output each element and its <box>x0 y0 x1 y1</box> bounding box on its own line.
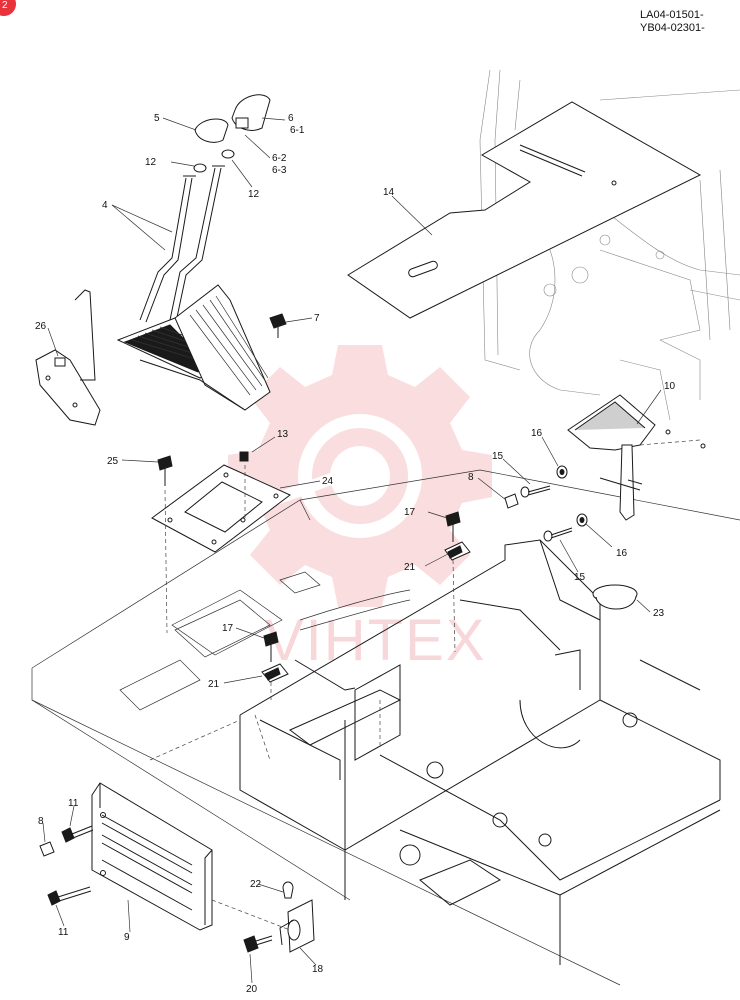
watermark-logo <box>228 345 492 607</box>
callout-16-upper: 16 <box>531 428 543 439</box>
callout-6-2: 6-2 <box>272 153 287 164</box>
pedal-assembly <box>35 94 271 426</box>
corner-badge: 2 <box>0 0 16 16</box>
clip-8-right <box>504 493 519 509</box>
alignment-lines <box>149 465 456 931</box>
callout-11-lower: 11 <box>58 927 69 938</box>
callout-6: 6 <box>288 113 294 124</box>
watermark-text: VIHTEX <box>265 608 487 673</box>
callout-6-1: 6-1 <box>290 125 305 136</box>
callout-12-left: 12 <box>145 157 157 168</box>
nut-13 <box>239 451 249 462</box>
leader-lines <box>42 117 662 984</box>
callout-25: 25 <box>107 456 119 467</box>
part-10-lever <box>567 394 706 521</box>
console-frame <box>239 539 721 965</box>
bolt-17-upper <box>445 511 461 542</box>
callout-17-upper: 17 <box>404 507 416 518</box>
callout-16-lower: 16 <box>616 548 628 559</box>
callout-21-lower: 21 <box>208 679 220 690</box>
callout-6-3: 6-3 <box>272 165 287 176</box>
clip-21-upper <box>444 541 471 561</box>
callout-12-right: 12 <box>248 189 260 200</box>
callout-10: 10 <box>664 381 676 392</box>
screw-15-lower <box>543 527 573 542</box>
bolt-25 <box>157 455 173 486</box>
callout-15-upper: 15 <box>492 451 504 462</box>
corner-badge-text: 2 <box>2 0 8 11</box>
callout-11-upper: 11 <box>68 798 79 809</box>
callout-5: 5 <box>154 113 160 124</box>
callout-26: 26 <box>35 321 47 332</box>
callout-21-upper: 21 <box>404 562 416 573</box>
callout-22: 22 <box>250 879 262 890</box>
callout-17-lower: 17 <box>222 623 234 634</box>
model-code-1: LA04-01501- <box>640 9 704 21</box>
callout-15-lower: 15 <box>574 572 586 583</box>
callout-4: 4 <box>102 200 108 211</box>
callout-18: 18 <box>312 964 324 975</box>
washer-16-upper <box>556 465 568 479</box>
clip-21-lower <box>261 663 289 683</box>
clip-8-left <box>39 841 55 857</box>
part-24-plate <box>151 464 291 656</box>
screw-15-upper <box>520 485 551 498</box>
bolt-22 <box>282 881 294 899</box>
callout-13: 13 <box>277 429 289 440</box>
callout-24: 24 <box>322 476 334 487</box>
washer-16-lower <box>576 513 588 527</box>
cap-23 <box>592 584 638 610</box>
callout-20: 20 <box>246 984 258 995</box>
part-9-cover <box>91 782 213 931</box>
callout-8-left: 8 <box>38 816 44 827</box>
bolt-20 <box>243 935 273 953</box>
bolt-11-upper <box>61 825 94 843</box>
callout-labels: 5 6 6-1 6-2 6-3 12 12 4 14 7 26 13 25 24… <box>35 113 676 995</box>
callout-8-right: 8 <box>468 472 474 483</box>
bolt-17-lower <box>263 631 279 662</box>
callout-23: 23 <box>653 608 665 619</box>
callout-14: 14 <box>383 187 395 198</box>
part-14-plate <box>347 101 702 319</box>
bolt-11-lower <box>47 886 92 906</box>
part-18-bracket <box>279 899 315 953</box>
model-code-2: YB04-02301- <box>640 22 705 34</box>
callout-7: 7 <box>314 313 320 324</box>
bolt-7 <box>269 313 287 338</box>
callout-9: 9 <box>124 932 130 943</box>
